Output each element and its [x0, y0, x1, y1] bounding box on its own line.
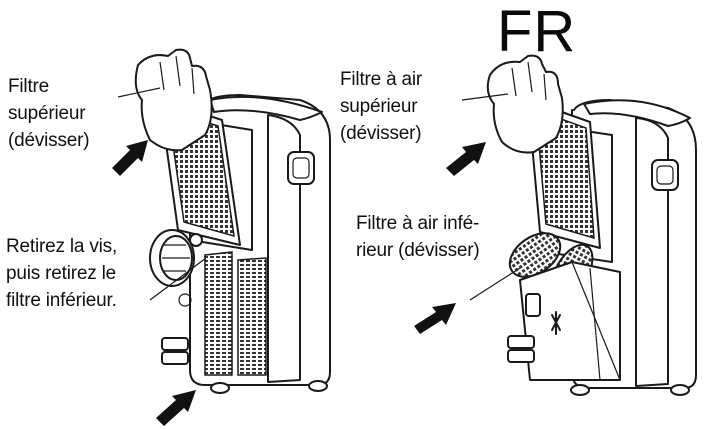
- arrow-icon: [446, 142, 486, 176]
- label-line: filtre inférieur.: [6, 287, 117, 314]
- arrow-icon: [156, 390, 196, 426]
- label-line: Retirez la vis,: [6, 233, 117, 260]
- label-line: Filtre: [8, 73, 89, 100]
- right-top-filter-label: Filtre à air supérieur (dévisser): [340, 66, 422, 147]
- label-line: puis retirez le: [6, 260, 117, 287]
- label-line: Filtre à air: [340, 66, 422, 93]
- left-top-filter-label: Filtre supérieur (dévisser): [8, 73, 89, 154]
- hand-icon: [136, 50, 212, 151]
- label-line: supérieur: [340, 93, 422, 120]
- label-line: supérieur: [8, 100, 89, 127]
- language-code: FR: [497, 2, 576, 62]
- arrow-icon: [112, 140, 148, 176]
- label-line: rieur (dévisser): [356, 237, 480, 264]
- arrow-icon: [414, 303, 456, 334]
- right-lower-filter-label: Filtre à air infé- rieur (dévisser): [356, 210, 480, 264]
- label-line: Filtre à air infé-: [356, 210, 480, 237]
- label-line: (dévisser): [340, 120, 422, 147]
- label-line: (dévisser): [8, 127, 89, 154]
- left-side-instruction-label: Retirez la vis, puis retirez le filtre i…: [6, 233, 117, 314]
- hand-icon: [488, 56, 563, 153]
